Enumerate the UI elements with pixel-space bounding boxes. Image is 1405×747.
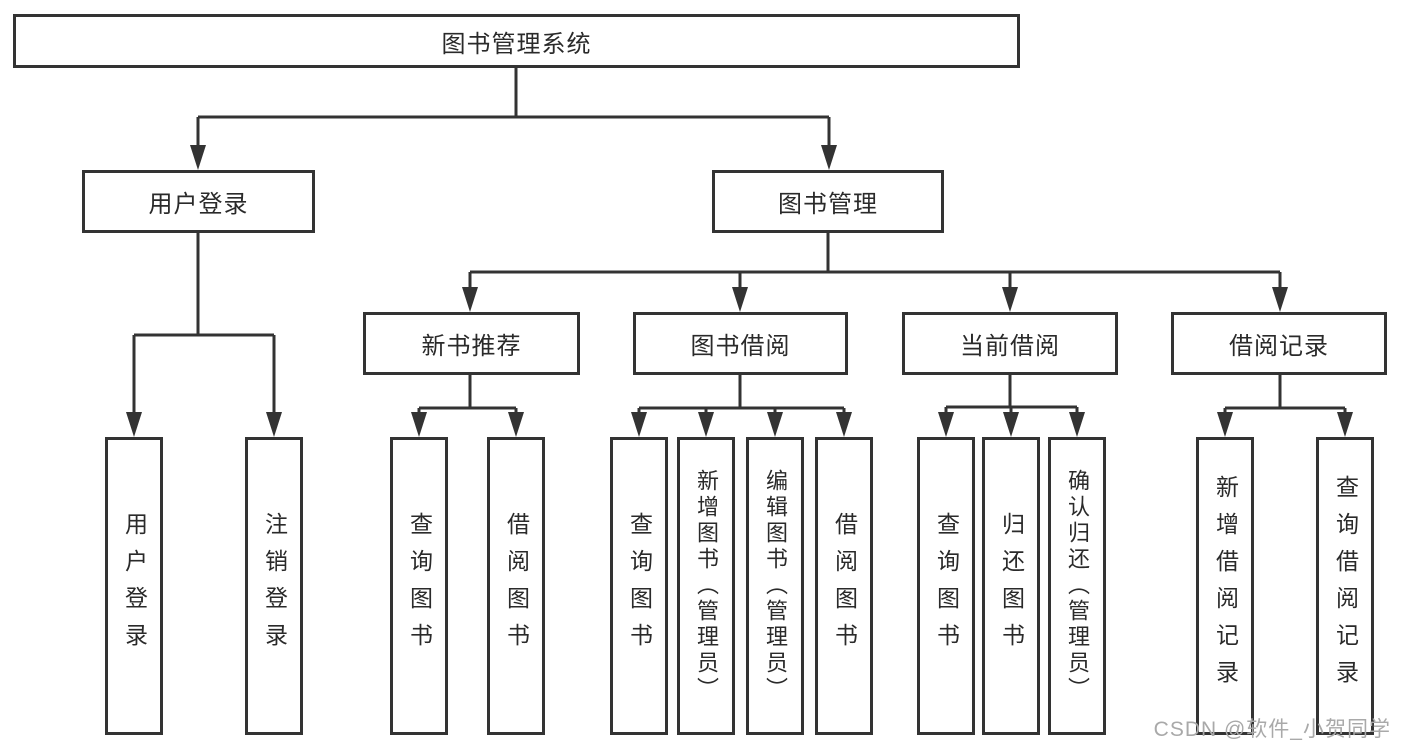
tree-edges <box>132 68 1347 415</box>
node-book-borrow: 图书借阅 <box>633 312 848 375</box>
leaf-label: 新增图书（管理员） <box>694 469 719 703</box>
node-current-borrow: 当前借阅 <box>902 312 1118 375</box>
node-root-library-system: 图书管理系统 <box>13 14 1020 68</box>
leaf-label: 查询借阅记录 <box>1332 475 1359 697</box>
leaf-logout: 注销登录 <box>245 437 303 735</box>
leaf-query-books-borrow: 查询图书 <box>610 437 668 735</box>
leaf-label: 新增借阅记录 <box>1212 475 1239 697</box>
leaf-query-books-recommend: 查询图书 <box>390 437 448 735</box>
node-new-book-recommend: 新书推荐 <box>363 312 580 375</box>
leaf-borrow-books-recommend: 借阅图书 <box>487 437 545 735</box>
csdn-watermark: CSDN @软件_小贺同学 <box>1153 718 1391 741</box>
leaf-label: 编辑图书（管理员） <box>763 469 788 703</box>
leaf-confirm-return-admin: 确认归还（管理员） <box>1048 437 1106 735</box>
leaf-label: 归还图书 <box>998 512 1025 660</box>
leaf-label: 借阅图书 <box>503 512 530 660</box>
node-label: 图书借阅 <box>690 333 791 360</box>
leaf-edit-books-admin: 编辑图书（管理员） <box>746 437 804 735</box>
node-label: 借阅记录 <box>1229 333 1329 360</box>
leaf-user-login: 用户登录 <box>105 437 163 735</box>
leaf-add-borrow-record: 新增借阅记录 <box>1196 437 1254 735</box>
leaf-label: 用户登录 <box>121 512 148 660</box>
node-label: 图书管理 <box>778 191 878 218</box>
node-book-management: 图书管理 <box>712 170 944 233</box>
leaf-return-books: 归还图书 <box>982 437 1040 735</box>
node-label: 当前借阅 <box>960 333 1060 360</box>
node-borrow-records: 借阅记录 <box>1171 312 1387 375</box>
node-user-login: 用户登录 <box>82 170 315 233</box>
leaf-label: 借阅图书 <box>831 512 858 660</box>
leaf-label: 查询图书 <box>626 512 653 660</box>
arrowheads <box>126 145 1353 437</box>
leaf-add-books-admin: 新增图书（管理员） <box>677 437 735 735</box>
node-label: 图书管理系统 <box>441 30 592 58</box>
leaf-label: 查询图书 <box>933 512 960 660</box>
leaf-query-borrow-record: 查询借阅记录 <box>1316 437 1374 735</box>
leaf-label: 确认归还（管理员） <box>1065 469 1090 703</box>
leaf-label: 查询图书 <box>406 512 433 660</box>
node-label: 用户登录 <box>148 191 249 218</box>
leaf-label: 注销登录 <box>261 512 288 660</box>
leaf-borrow-books: 借阅图书 <box>815 437 873 735</box>
node-label: 新书推荐 <box>421 333 522 360</box>
leaf-query-books-current: 查询图书 <box>917 437 975 735</box>
